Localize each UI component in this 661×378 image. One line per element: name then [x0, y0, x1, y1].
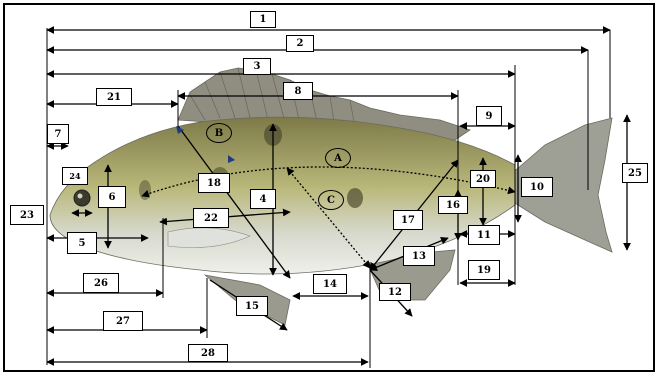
label-18: 18: [198, 173, 230, 193]
label-28: 28: [188, 344, 228, 362]
label-2: 2: [286, 35, 314, 52]
label-26: 26: [83, 273, 119, 293]
label-4: 4: [250, 189, 276, 209]
label-12: 12: [379, 283, 411, 301]
label-16: 16: [438, 196, 468, 214]
region-label-b: B: [206, 123, 232, 143]
region-label-a: A: [325, 148, 351, 168]
label-24: 24: [62, 167, 88, 185]
label-13: 13: [403, 246, 435, 266]
label-23: 23: [10, 205, 44, 225]
label-25: 25: [622, 163, 648, 183]
label-20: 20: [470, 170, 496, 188]
label-9: 9: [476, 106, 502, 126]
label-7: 7: [47, 124, 69, 144]
label-8: 8: [283, 82, 313, 100]
label-15: 15: [236, 296, 268, 316]
label-17: 17: [393, 210, 423, 230]
region-label-c: C: [318, 190, 344, 210]
label-14: 14: [313, 274, 347, 294]
label-1: 1: [250, 11, 276, 28]
label-22: 22: [193, 208, 229, 228]
label-6: 6: [98, 186, 126, 208]
fish-eye: [74, 190, 90, 206]
label-27: 27: [103, 311, 143, 331]
label-10: 10: [521, 177, 553, 197]
label-19: 19: [468, 260, 500, 280]
label-3: 3: [243, 58, 271, 75]
label-21: 21: [96, 88, 132, 106]
label-5: 5: [67, 232, 97, 254]
label-11: 11: [468, 225, 500, 245]
